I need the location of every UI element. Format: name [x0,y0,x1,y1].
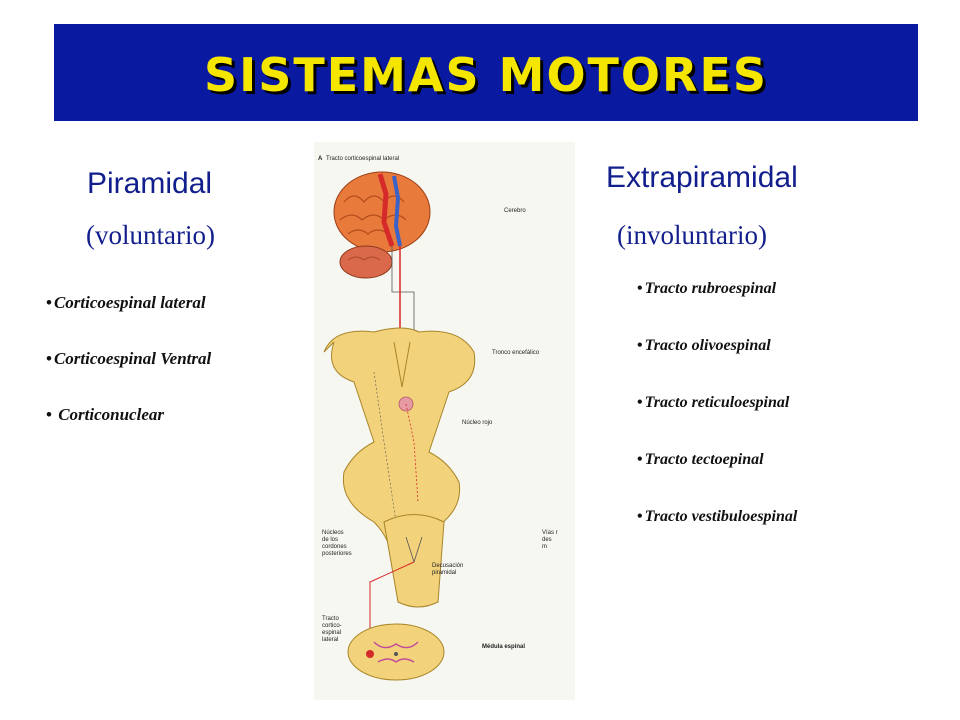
slide-title: SISTEMAS MOTORES [203,48,769,102]
label-dorsal-nuclei: cordones [322,544,347,550]
figure-caption: Tracto corticoespinal lateral [326,156,399,162]
list-item-label: Tracto vestibuloespinal [644,508,798,525]
list-item-label: Tracto olivoespinal [644,337,771,354]
label-pathways: des [542,537,552,543]
label-spinal-cord: Médula espinal [482,644,525,650]
bullet-icon: • [637,337,643,354]
label-brainstem: Tronco encefálico [492,350,540,356]
label-red-nucleus: Núcleo rojo [462,420,493,426]
list-item-label: Tracto reticuloespinal [644,394,790,411]
bullet-icon: • [637,394,643,411]
label-pathways: Vías r [542,530,558,536]
bullet-icon: • [46,349,52,368]
list-item: •Tracto reticuloespinal [637,394,797,451]
bullet-icon: • [46,293,52,312]
left-heading: Piramidal [87,167,213,200]
bullet-icon: • [637,280,643,297]
list-item: •Tracto vestibuloespinal [637,508,797,565]
list-item: •Corticoespinal lateral [46,293,211,349]
label-dorsal-nuclei: posteriores [322,551,352,557]
title-banner: SISTEMAS MOTORES [54,24,918,121]
list-item: •Tracto olivoespinal [637,337,797,394]
list-item-label: Corticonuclear [53,405,164,424]
corticospinal-tract-illustration: A Tracto corticoespinal lateral Cerebro … [314,142,575,700]
anatomy-diagram: A Tracto corticoespinal lateral Cerebro … [318,156,558,681]
label-dorsal-nuclei: de los [322,537,338,543]
label-lateral-tract: lateral [322,637,338,643]
spinal-cord-section-icon [347,623,445,681]
figure-panel-letter: A [318,156,323,162]
right-heading: Extrapiramidal [606,161,798,194]
label-dorsal-nuclei: Núcleos [322,530,344,536]
brainstem-icon [323,327,476,573]
bullet-icon: • [637,508,643,525]
list-item: • Corticonuclear [46,405,211,461]
label-lateral-tract: Tracto [322,616,339,622]
list-item: •Tracto tectoepinal [637,451,797,508]
list-item: •Tracto rubroespinal [637,280,797,337]
list-item-label: Corticoespinal Ventral [53,349,212,368]
list-item-label: Tracto tectoepinal [644,451,764,468]
bullet-icon: • [637,451,643,468]
label-decussation: piramidal [432,570,456,576]
list-item: •Corticoespinal Ventral [46,349,211,405]
list-item-label: Tracto rubroespinal [644,280,777,297]
brain-icon [333,171,431,279]
right-list: •Tracto rubroespinal •Tracto olivoespina… [637,280,797,565]
left-list: •Corticoespinal lateral •Corticoespinal … [46,293,211,461]
label-lateral-tract: cortico- [322,623,342,629]
left-subheading: (voluntario) [86,220,215,250]
label-lateral-tract: espinal [322,630,341,636]
list-item-label: Corticoespinal lateral [53,293,206,312]
label-brain: Cerebro [504,208,526,214]
right-subheading: (involuntario) [617,220,767,250]
bullet-icon: • [46,405,52,424]
label-pathways: m [542,544,547,550]
label-decussation: Decusación [432,563,463,569]
